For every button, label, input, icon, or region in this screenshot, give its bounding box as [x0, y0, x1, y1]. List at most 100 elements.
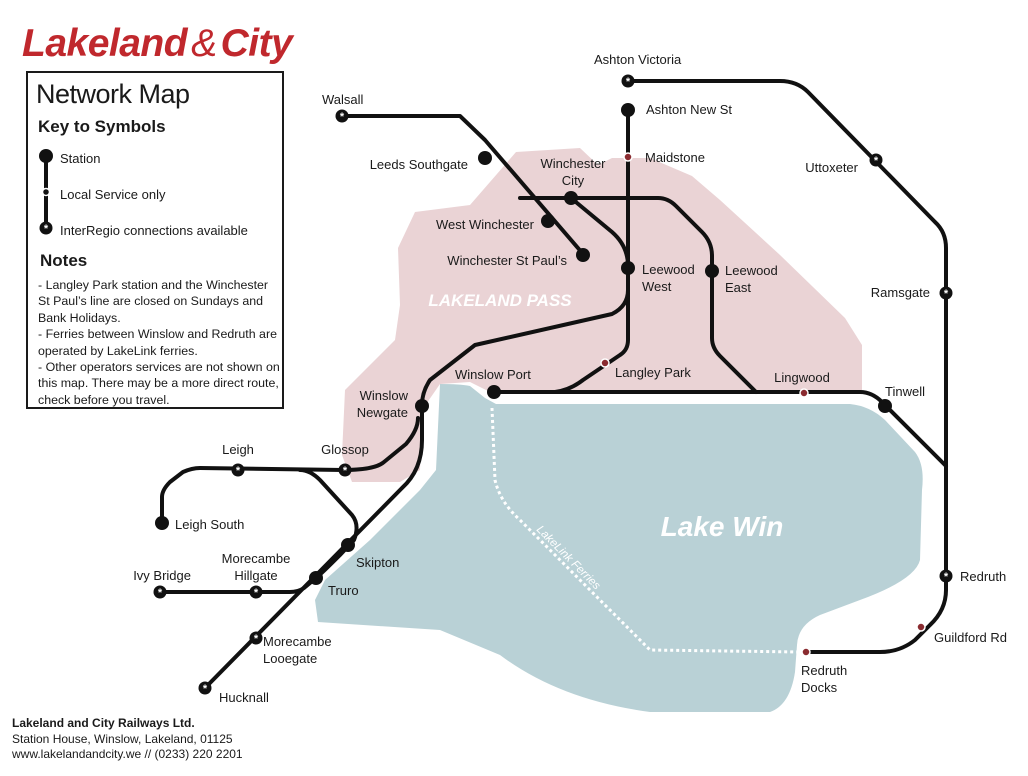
station-label-leeds-southgate: Leeds Southgate	[370, 157, 468, 172]
interregio-dot	[939, 286, 953, 300]
station-dot	[576, 248, 590, 262]
station-label-ashton-victoria: Ashton Victoria	[594, 52, 682, 67]
local-service-dot	[600, 358, 610, 368]
interregio-dot	[249, 631, 263, 645]
station-label-maidstone: Maidstone	[645, 150, 705, 165]
line-leewood-west-hucknall	[203, 266, 630, 690]
footer-address: Station House, Winslow, Lakeland, 01125	[12, 731, 233, 746]
brand-amp: &	[191, 22, 217, 65]
ferry-route	[490, 407, 801, 654]
station-label-ramsgate: Ramsgate	[871, 285, 930, 300]
station-skipton	[341, 538, 355, 552]
key-title: Network Map	[36, 79, 190, 109]
line-ashton-victoria-redruth-docks	[626, 79, 948, 654]
station-winchester-city	[564, 191, 578, 205]
station-leigh: *	[231, 463, 245, 477]
note-item: - Ferries between Winslow and Redruth ar…	[38, 327, 277, 358]
station-label-west-winchester: West Winchester	[436, 217, 535, 232]
asterisk-icon: *	[340, 111, 345, 123]
asterisk-icon: *	[254, 633, 259, 645]
local-service-dot	[623, 152, 633, 162]
line-winchester-city-leewood-east	[518, 196, 758, 394]
interregio-dot	[621, 74, 635, 88]
station-label-leigh: Leigh	[222, 442, 254, 457]
asterisk-icon: *	[203, 683, 208, 695]
note-item: - Other operators services are not shown…	[38, 360, 280, 407]
local-service-dot	[916, 622, 926, 632]
key-interregio-symbol	[39, 221, 53, 235]
footer: Lakeland and City Railways Ltd. Station …	[12, 716, 243, 763]
station-label-walsall: Walsall	[322, 92, 364, 107]
lake-win-area	[315, 384, 923, 712]
station-langley-park	[600, 358, 610, 368]
station-dot	[478, 151, 492, 165]
station-leewood-west	[621, 261, 635, 275]
asterisk-icon: *	[874, 155, 879, 167]
station-ashton-new-st	[621, 103, 635, 117]
station-dot	[621, 103, 635, 117]
key-local-label: Local Service only	[60, 187, 166, 202]
station-label-winslow-port: Winslow Port	[455, 367, 531, 382]
station-guildford-rd	[916, 622, 926, 632]
station-redruth: *	[939, 569, 953, 583]
station-label-winchester-st-pauls: Winchester St Paul’s	[447, 253, 567, 268]
station-leewood-east	[705, 264, 719, 278]
key-symbols: *	[39, 149, 53, 235]
brand-title: Lakeland&City	[22, 22, 293, 66]
interregio-dot	[249, 585, 263, 599]
station-ramsgate: *	[939, 286, 953, 300]
asterisk-icon: *	[343, 465, 348, 477]
asterisk-icon: *	[254, 587, 259, 599]
station-winchester-st-pauls	[576, 248, 590, 262]
station-label-lingwood: Lingwood	[774, 370, 830, 385]
station-dot	[341, 538, 355, 552]
station-morecambe-looegate: *	[249, 631, 263, 645]
asterisk-icon: *	[944, 571, 949, 583]
station-ivy-bridge: *	[153, 585, 167, 599]
station-winslow-newgate	[415, 399, 429, 413]
local-service-dot	[799, 388, 809, 398]
notes-list: - Langley Park station and the Wincheste…	[38, 277, 282, 408]
station-lingwood	[799, 388, 809, 398]
key-station-label: Station	[60, 151, 101, 166]
asterisk-icon: *	[626, 76, 631, 88]
station-leeds-southgate	[478, 151, 492, 165]
asterisk-icon: *	[44, 223, 49, 235]
station-leigh-south	[155, 516, 169, 530]
key-interregio-label: InterRegio connections available	[60, 223, 248, 238]
lake-win-label: Lake Win	[661, 511, 784, 542]
station-label-tinwell: Tinwell	[885, 384, 925, 399]
interregio-dot	[335, 109, 349, 123]
key-local-symbol	[41, 187, 51, 197]
lakeland-pass-label: LAKELAND PASS	[428, 291, 572, 310]
station-label-uttoxeter: Uttoxeter	[805, 160, 858, 175]
station-dot	[541, 214, 555, 228]
interregio-dot	[198, 681, 212, 695]
line-leigh-truro	[158, 468, 359, 594]
interregio-dot	[231, 463, 245, 477]
key-subtitle: Key to Symbols	[38, 117, 166, 136]
station-label-hucknall: Hucknall	[219, 690, 269, 705]
station-ashton-victoria: *	[621, 74, 635, 88]
station-west-winchester	[541, 214, 555, 228]
key-panel: Network Map Key to Symbols * Station Loc…	[26, 71, 284, 409]
station-redruth-docks	[801, 647, 811, 657]
station-label-leigh-south: Leigh South	[175, 517, 244, 532]
interregio-dot	[153, 585, 167, 599]
station-dot	[564, 191, 578, 205]
station-glossop: *	[338, 463, 352, 477]
station-label-glossop: Glossop	[321, 442, 369, 457]
station-label-truro: Truro	[328, 583, 359, 598]
note-item: - Langley Park station and the Wincheste…	[38, 278, 269, 325]
key-station-symbol	[39, 149, 53, 163]
station-label-guildford-rd: Guildford Rd	[934, 630, 1007, 645]
station-truro	[309, 571, 323, 585]
station-dot	[705, 264, 719, 278]
station-dot	[309, 571, 323, 585]
local-service-dot	[801, 647, 811, 657]
